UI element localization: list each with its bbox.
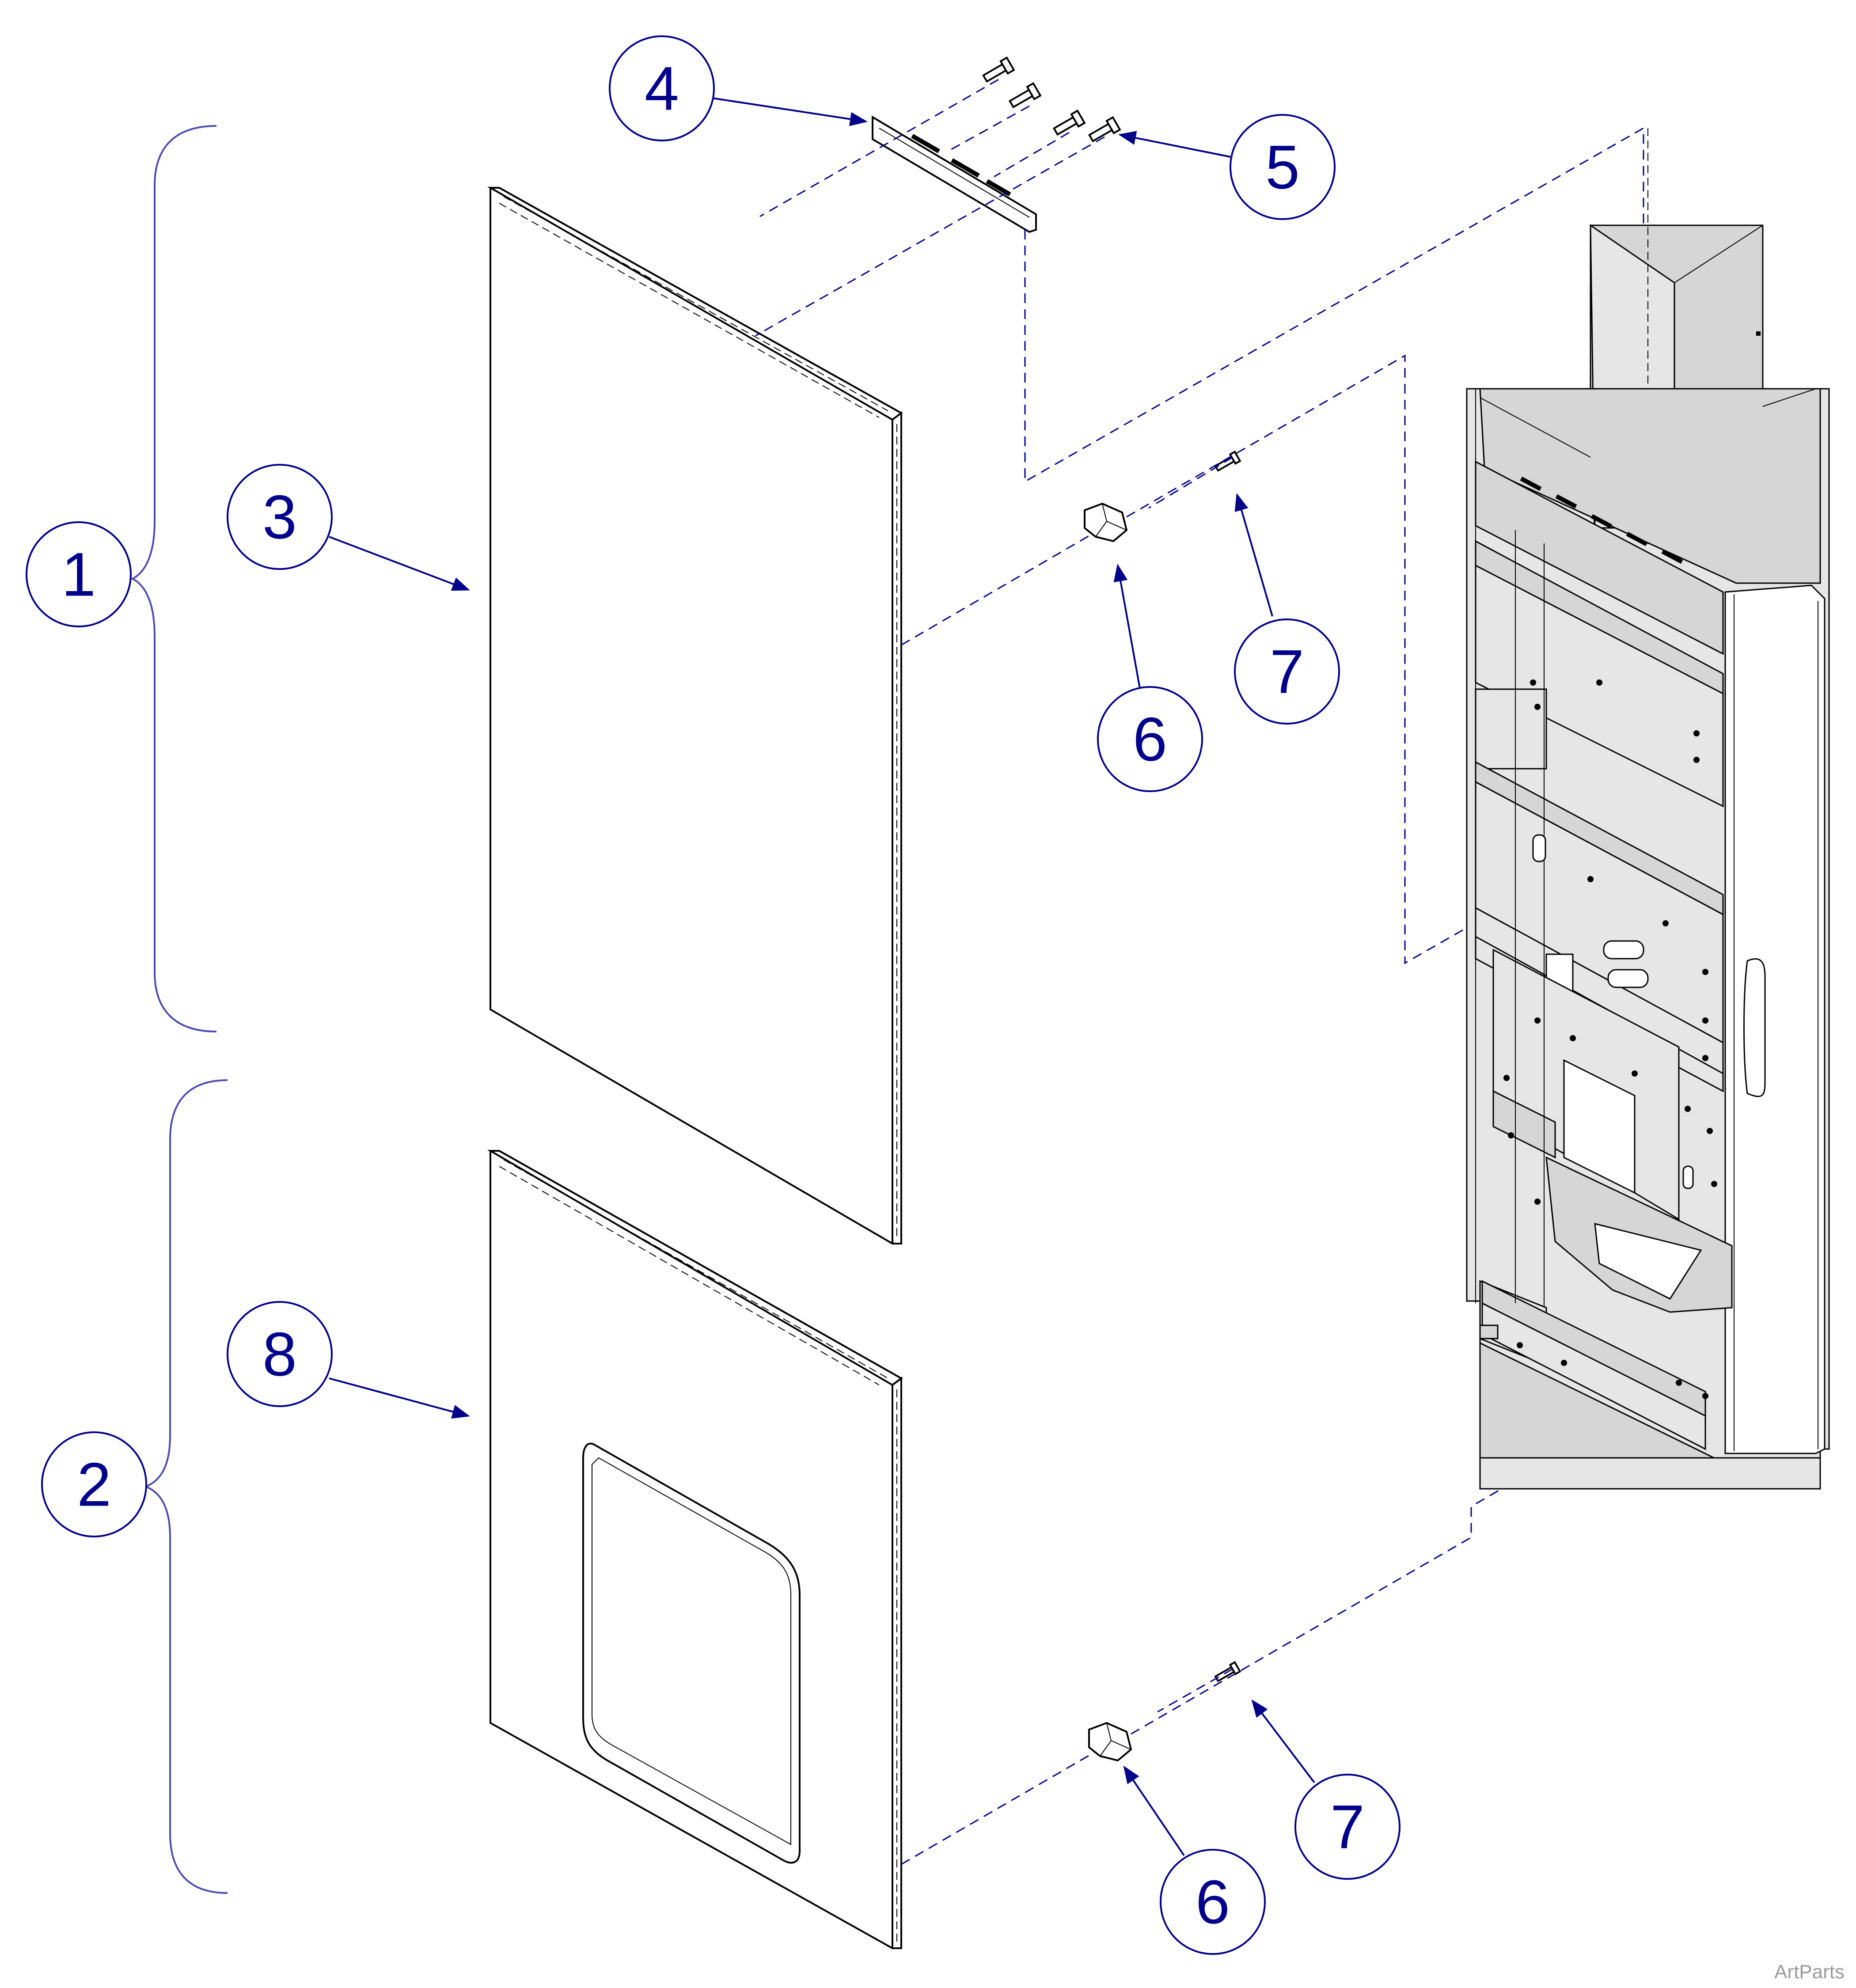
callout-7-lower: 7	[1251, 1699, 1401, 1880]
callout-7-lower-label: 7	[1330, 1792, 1365, 1862]
callout-7-upper-label: 7	[1270, 637, 1304, 706]
panel-cutout-window	[582, 1442, 801, 1864]
callout-3: 3	[227, 464, 470, 591]
frame-holes	[1479, 476, 1717, 1399]
callout-2-label: 2	[77, 1450, 111, 1519]
callout-6-upper: 6	[1097, 564, 1203, 792]
callout-4-label: 4	[645, 54, 679, 123]
callout-1: 1	[26, 521, 132, 627]
group-bracket-2	[143, 1079, 228, 1894]
callout-4: 4	[609, 35, 868, 141]
callout-8: 8	[227, 1301, 470, 1419]
callout-6-upper-label: 6	[1133, 705, 1167, 774]
screws	[982, 56, 1241, 1682]
callout-5-label: 5	[1265, 133, 1300, 202]
watermark: ArtParts	[1774, 1961, 1845, 1983]
callout-2: 2	[41, 1431, 147, 1537]
callout-6-lower-label: 6	[1196, 1867, 1230, 1937]
mounting-bracket-plate	[872, 115, 1037, 233]
callout-6-lower: 6	[1123, 1765, 1266, 1955]
callout-7-upper: 7	[1234, 493, 1340, 725]
callout-3-label: 3	[262, 482, 297, 552]
callout-1-label: 1	[61, 540, 96, 609]
cabinet-frame	[1466, 128, 1830, 1490]
assembly-lines	[755, 79, 1693, 1865]
panel-clip-lower	[1088, 1722, 1132, 1762]
callout-8-label: 8	[262, 1320, 297, 1389]
upper-panel	[487, 187, 903, 1244]
callout-5: 5	[1118, 114, 1336, 220]
panel-clip-upper	[1084, 502, 1128, 543]
group-bracket-1	[130, 125, 217, 1032]
lower-panel	[487, 1150, 903, 1949]
